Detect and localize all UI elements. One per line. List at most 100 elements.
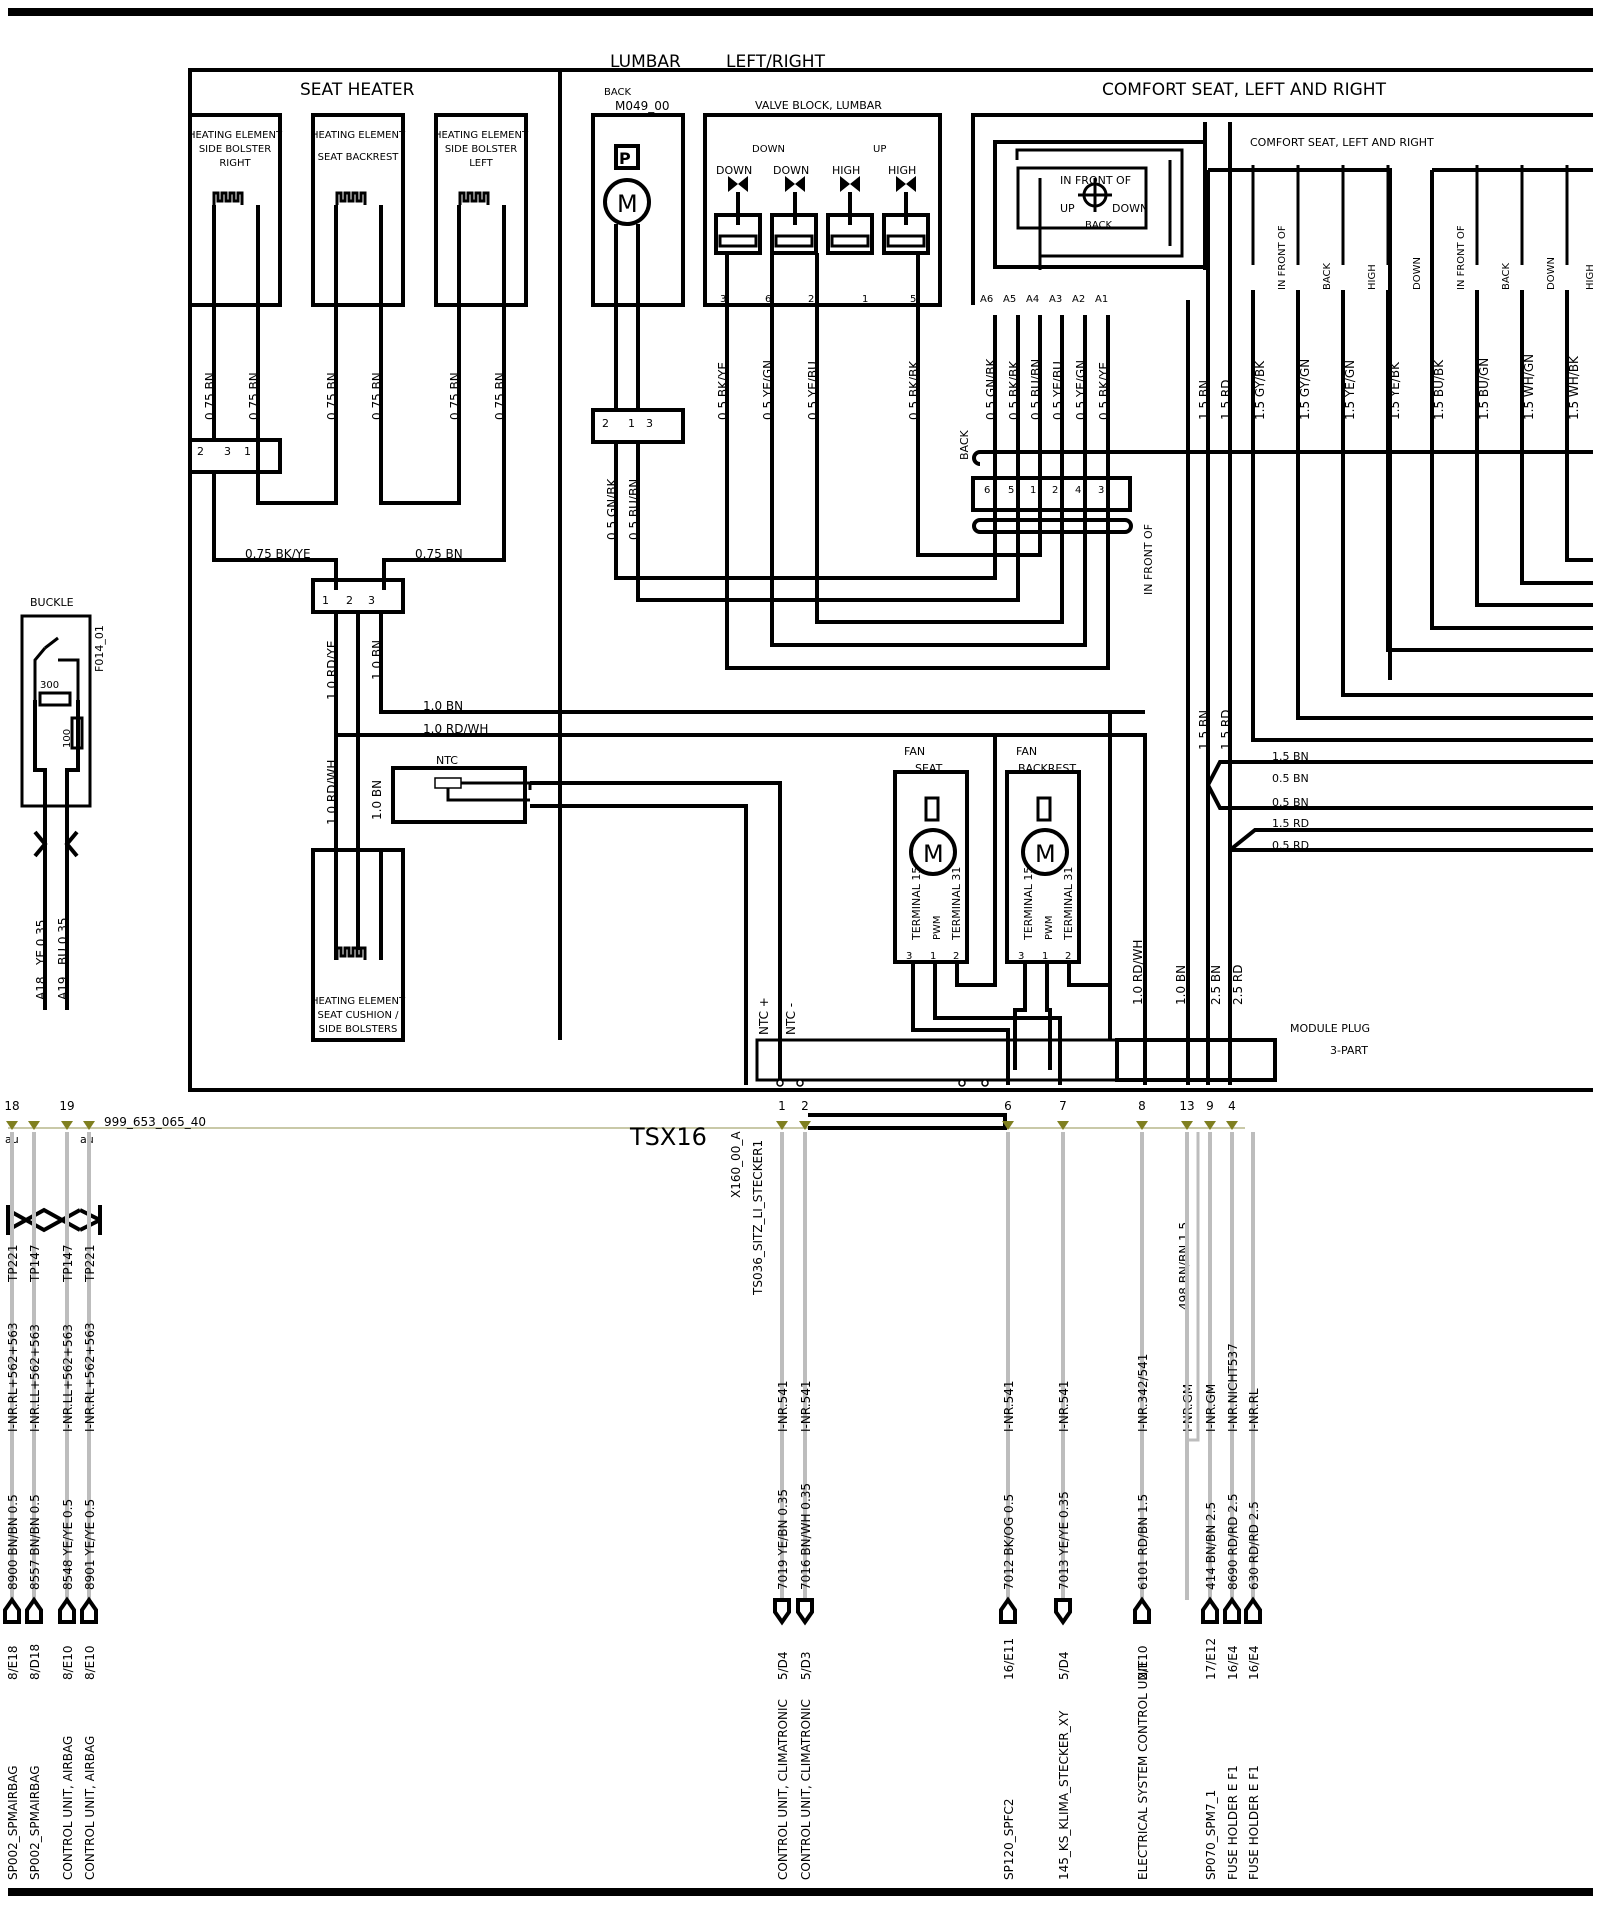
lumbar-motor-id: M049_00 <box>615 99 670 113</box>
e3-line3: LEFT <box>469 158 493 169</box>
pin-num: 1 <box>244 445 251 458</box>
wire-label: 1.0 BN <box>370 640 384 680</box>
pin-label: 17/E12 <box>1204 1638 1218 1680</box>
valve-up-label: UP <box>873 144 886 155</box>
valve-label: HIGH <box>832 164 860 177</box>
pin-label: 8557 BN/BN 0.5 <box>28 1494 42 1590</box>
switch-connector-pins: A6 A5 A4 A3 A2 A1 <box>980 294 1108 305</box>
pin-num: 2 <box>602 417 609 430</box>
pin-num: 1 <box>862 294 868 305</box>
pin-num: 1 <box>322 594 329 607</box>
terminal-symbol <box>25 1596 43 1624</box>
switch-label: DOWN <box>1112 202 1148 215</box>
heater-coil-icon <box>458 191 490 205</box>
pin-num: 2 <box>1065 951 1071 962</box>
wire-label: 0.75 BN <box>415 547 463 561</box>
pin-num: 5 <box>1008 485 1014 496</box>
e2-line1: HEATING ELEMENT <box>311 130 406 141</box>
terminal-symbol <box>999 1596 1017 1624</box>
resistor-value: 100 <box>62 729 73 748</box>
wire-label: 1.5 BN <box>1272 750 1309 763</box>
wire-label: BU 0.35 <box>56 917 70 965</box>
wire-label: 2.5 BN <box>1209 965 1223 1005</box>
module-plug-label: MODULE PLUG <box>1290 1022 1370 1035</box>
motor-m-glyph: M <box>923 840 944 868</box>
wire-label: 0.5 BK/BK <box>1007 360 1021 420</box>
pin-label: 5/D4 <box>776 1651 790 1680</box>
comfort-seat-inner-heading: COMFORT SEAT, LEFT AND RIGHT <box>1250 136 1434 149</box>
pin-number: 6 <box>1004 1099 1012 1113</box>
heating-element-side-bolster-right <box>188 113 282 307</box>
wire-label: 1.5 BU/BK <box>1432 359 1446 420</box>
pin-label: 8901 YE/YE 0.5 <box>83 1499 97 1590</box>
terminal-symbol <box>1133 1596 1151 1624</box>
buckle-title: BUCKLE <box>30 596 74 609</box>
pin-label: I-NR.GM <box>1204 1384 1218 1432</box>
wire-label: 1.0 BN <box>370 780 384 820</box>
pin-num: A2 <box>1072 294 1085 305</box>
wire-label: 0.5 BN <box>1272 796 1309 809</box>
pin-number: 13 <box>1179 1099 1194 1113</box>
switch-label: IN FRONT OF <box>1277 225 1288 290</box>
motor-m-glyph: M <box>1035 840 1056 868</box>
ntc-label: NTC <box>436 754 458 767</box>
mains-wires: 1.0 BN 1.0 RD/WH 1.0 RD/WH 1.0 BN 2.5 BN… <box>336 300 1245 1085</box>
lumbar-section: BACK M049_00 P M 2 1 3 0.5 GN/BK 0.5 BU/… <box>591 87 1110 670</box>
pin-label: 145_KS_KLIMA_STECKER_XY <box>1057 1710 1071 1880</box>
wire-label: YE 0.35 <box>34 920 48 966</box>
pin-number: 7 <box>1059 1099 1067 1113</box>
pin-label: 7012 BK/OG 0.5 <box>1002 1494 1016 1590</box>
heating-element-seat-backrest <box>311 113 405 307</box>
pin-label: I-NR.LL+562+563 <box>61 1324 75 1432</box>
pin-number: 9 <box>1206 1099 1214 1113</box>
pin-label: 8/E10 <box>83 1645 97 1680</box>
valve-icons <box>714 176 930 255</box>
cushion-line2: SEAT CUSHION / <box>317 1010 399 1021</box>
pin-label: ELECTRICAL SYSTEM CONTROL UNIT <box>1136 1660 1150 1880</box>
pin-num: 3 <box>906 951 912 962</box>
terminal-symbol <box>1244 1596 1262 1624</box>
e2-line2: SEAT BACKREST <box>318 152 400 163</box>
terminal-symbol <box>80 1596 98 1624</box>
fans-section: FAN SEAT FAN BACKREST M M TERMINAL 15 PW… <box>893 712 1112 1085</box>
e3-line1: HEATING ELEMENT <box>434 130 529 141</box>
pin-marker <box>6 1121 18 1130</box>
pin-marker <box>776 1121 788 1130</box>
wire-label: 1.5 RD <box>1219 710 1233 750</box>
pin-number: 1 <box>778 1099 786 1113</box>
switch-label: DOWN <box>1412 257 1423 290</box>
e1-line1: HEATING ELEMENT <box>188 130 283 141</box>
top-rule <box>8 8 1593 16</box>
pin-marker <box>1136 1121 1148 1130</box>
pin-label: FUSE HOLDER E F1 <box>1247 1765 1261 1880</box>
wire-label: 1.5 YE/BK <box>1388 361 1402 420</box>
pin-label: 8/E18 <box>6 1645 20 1680</box>
wire-label: 0.75 BN <box>370 372 384 420</box>
switch-label: IN FRONT OF <box>1456 225 1467 290</box>
pin-label: FUSE HOLDER E F1 <box>1226 1765 1240 1880</box>
pin-label: TP147 <box>61 1245 75 1283</box>
wire-label: 1.0 BN <box>1174 965 1188 1005</box>
motor-icon <box>603 178 651 226</box>
pin-num: 2 <box>953 951 959 962</box>
pin-num: A1 <box>1095 294 1108 305</box>
left-right-heading: LEFT/RIGHT <box>726 52 826 72</box>
cushion-line3: SIDE BOLSTERS <box>319 1024 398 1035</box>
pin-num: 3 <box>1018 951 1024 962</box>
wire-label: 0.5 YE/BU <box>806 361 820 420</box>
lumbar-back-label: BACK <box>604 87 632 98</box>
terminal-label: TERMINAL 31 <box>950 867 963 941</box>
wire-label: 1.5 YE/GN <box>1343 360 1357 420</box>
terminal-label: TERMINAL 31 <box>1062 867 1075 941</box>
heating-element-side-bolster-left <box>434 113 528 307</box>
harness-section: 999_653_065_40 TSX16 X160_00_A TS036_SIT… <box>5 1113 1245 1310</box>
pin-label: 8/E10 <box>61 1645 75 1680</box>
pin-label: I-NR.541 <box>1002 1381 1016 1432</box>
heater-coil-icon <box>335 946 367 960</box>
au-label: au <box>80 1133 94 1146</box>
ntc-sensor <box>391 766 527 824</box>
